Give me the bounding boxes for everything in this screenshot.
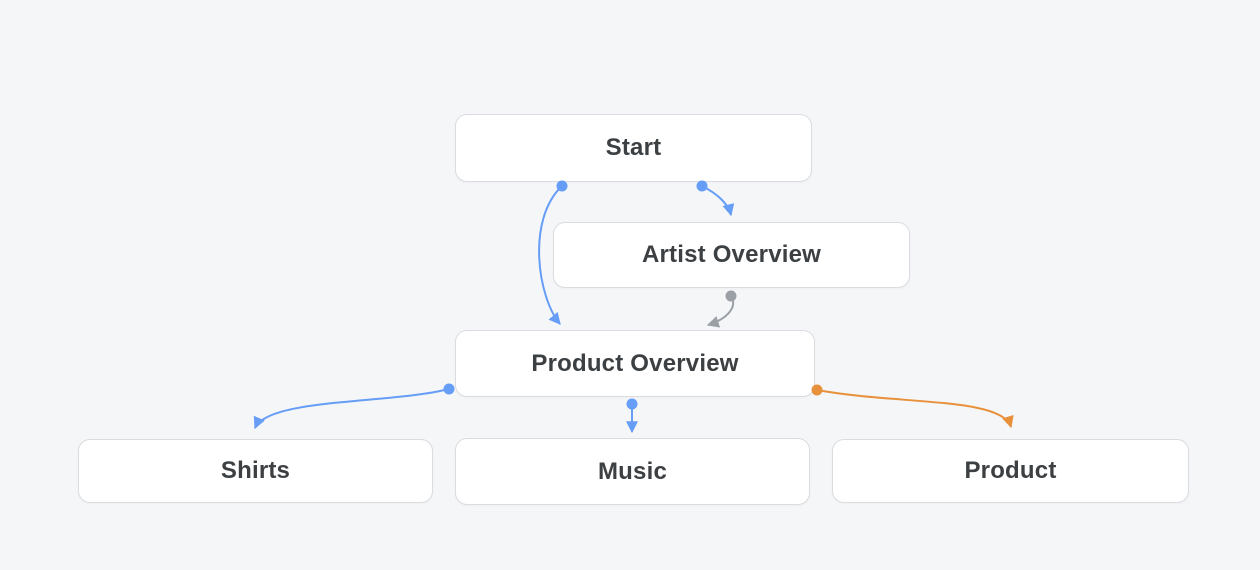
edge-path [706, 295, 735, 328]
edge-source-dot [626, 398, 638, 410]
edge-path [253, 388, 450, 430]
node-product-overview-label: Product Overview [531, 349, 739, 377]
edge-artist-overview-to-product-overview [706, 290, 737, 328]
node-start[interactable]: Start [455, 114, 812, 182]
edge-product-overview-to-product [811, 384, 1014, 429]
node-product-overview[interactable]: Product Overview [455, 330, 815, 397]
node-artist-overview-label: Artist Overview [641, 241, 822, 268]
edge-start-to-artist-overview [696, 180, 735, 217]
edge-path [816, 389, 1014, 429]
node-product-label: Product [964, 457, 1057, 484]
node-start-label: Start [605, 134, 662, 161]
edge-product-overview-to-shirts [253, 383, 455, 430]
node-music[interactable]: Music [455, 438, 810, 505]
edge-source-dot [443, 383, 455, 395]
edge-source-dot [556, 180, 568, 192]
node-product[interactable]: Product [832, 439, 1189, 503]
node-shirts-label: Shirts [220, 457, 291, 484]
edge-path [701, 185, 735, 217]
edge-source-dot [725, 290, 737, 302]
node-music-label: Music [597, 457, 667, 485]
node-artist-overview[interactable]: Artist Overview [553, 222, 910, 288]
node-shirts[interactable]: Shirts [78, 439, 433, 503]
edge-product-overview-to-music [626, 398, 638, 434]
edge-source-dot [696, 180, 708, 192]
